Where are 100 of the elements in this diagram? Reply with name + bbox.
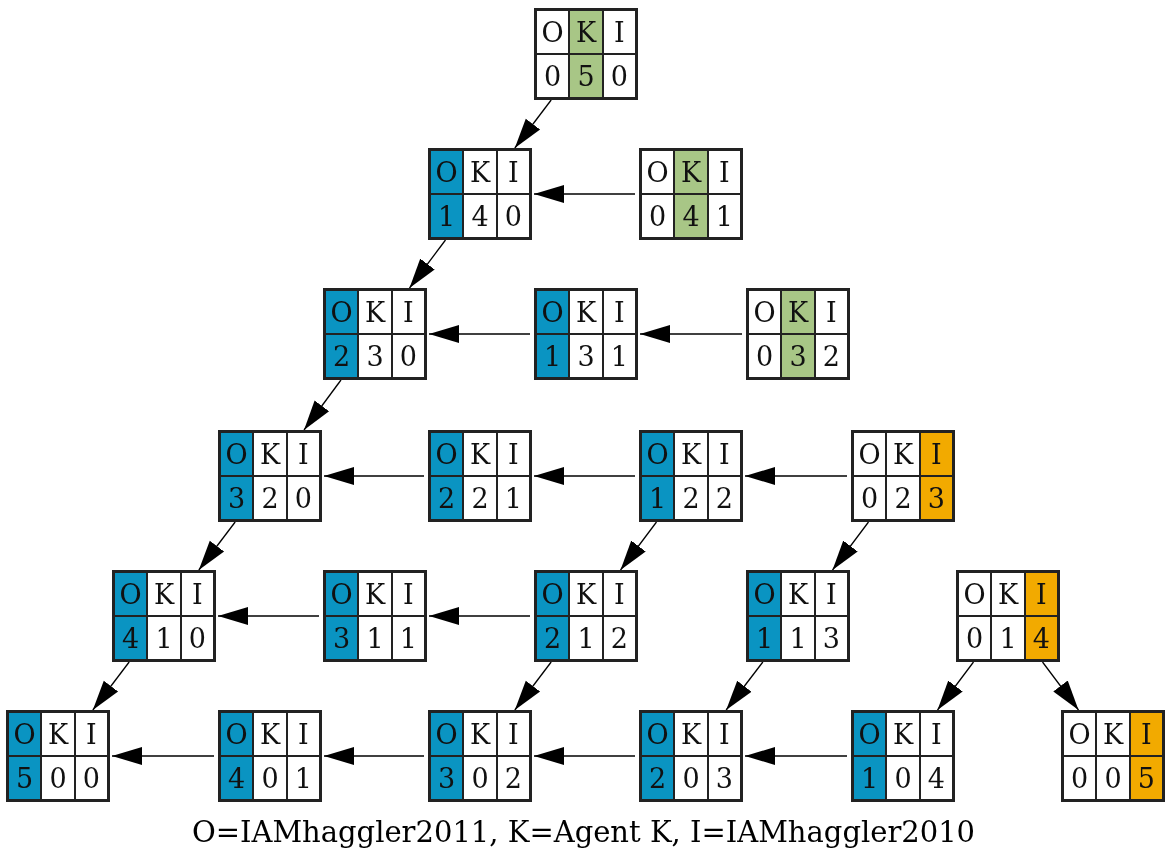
table-cell: 0 xyxy=(853,476,887,520)
table-cell: 4 xyxy=(1024,616,1058,660)
arrow xyxy=(1041,661,1080,711)
state-table xyxy=(956,570,1060,662)
table-cell: K xyxy=(463,712,497,756)
arrow xyxy=(408,239,447,289)
table-cell: I xyxy=(286,432,320,476)
table-cell: K xyxy=(1096,712,1130,756)
table-cell: O xyxy=(641,432,675,476)
table-cell: K xyxy=(569,572,603,616)
arrow xyxy=(831,521,870,571)
table-cell: 0 xyxy=(1063,756,1097,800)
table-cell: K xyxy=(569,290,603,334)
arrow xyxy=(514,99,552,149)
state-table xyxy=(639,148,743,240)
table-cell: O xyxy=(8,712,42,756)
table-cell: I xyxy=(602,572,636,616)
table-cell: 3 xyxy=(220,476,254,520)
table-cell: 1 xyxy=(430,194,464,238)
table-cell: K xyxy=(886,712,920,756)
table-cell: I xyxy=(602,290,636,334)
arrow xyxy=(111,747,215,765)
table-cell: 1 xyxy=(748,616,782,660)
table-cell: I xyxy=(814,290,848,334)
table-cell: 0 xyxy=(74,756,108,800)
state-table xyxy=(746,570,850,662)
table-cell: 3 xyxy=(781,334,815,378)
arrow xyxy=(725,661,764,711)
arrow xyxy=(428,325,531,343)
table-cell: 0 xyxy=(391,334,425,378)
table-cell: O xyxy=(641,150,675,194)
arrow xyxy=(744,747,848,765)
table-cell: K xyxy=(463,432,497,476)
table-cell: 3 xyxy=(569,334,603,378)
state-table xyxy=(323,570,427,662)
table-cell: I xyxy=(919,712,953,756)
table-cell: 4 xyxy=(114,616,148,660)
table-cell: 3 xyxy=(430,756,464,800)
table-cell: K xyxy=(147,572,181,616)
table-cell: 0 xyxy=(641,194,675,238)
table-cell: 0 xyxy=(958,616,992,660)
table-cell: 3 xyxy=(814,616,848,660)
table-cell: 0 xyxy=(536,54,570,98)
arrow xyxy=(323,467,425,485)
table-cell: 4 xyxy=(463,194,497,238)
state-table xyxy=(534,288,638,380)
table-cell: 2 xyxy=(674,476,708,520)
table-cell: K xyxy=(463,150,497,194)
table-cell: O xyxy=(430,150,464,194)
table-cell: O xyxy=(536,10,570,54)
table-cell: I xyxy=(496,150,530,194)
table-cell: I xyxy=(391,572,425,616)
table-cell: 0 xyxy=(41,756,75,800)
arrow xyxy=(639,325,743,343)
table-cell: I xyxy=(814,572,848,616)
table-cell: 1 xyxy=(147,616,181,660)
table-cell: I xyxy=(180,572,214,616)
table-cell: I xyxy=(1024,572,1058,616)
table-cell: 4 xyxy=(919,756,953,800)
table-cell: 0 xyxy=(496,194,530,238)
table-cell: 2 xyxy=(325,334,359,378)
state-table xyxy=(428,430,532,522)
caption: O=IAMhaggler2011, K=Agent K, I=IAMhaggler2010 xyxy=(191,815,976,849)
table-cell: I xyxy=(707,432,741,476)
arrow xyxy=(533,747,636,765)
table-cell: I xyxy=(74,712,108,756)
table-cell: I xyxy=(496,432,530,476)
table-cell: I xyxy=(707,712,741,756)
arrow xyxy=(92,661,130,711)
table-cell: K xyxy=(674,432,708,476)
state-table xyxy=(746,288,850,380)
table-cell: 5 xyxy=(1129,756,1163,800)
table-cell: K xyxy=(253,712,287,756)
arrow xyxy=(533,185,636,203)
table-cell: 4 xyxy=(674,194,708,238)
table-cell: O xyxy=(114,572,148,616)
table-cell: 4 xyxy=(220,756,254,800)
state-table xyxy=(218,430,322,522)
arrow xyxy=(744,467,848,485)
table-cell: 2 xyxy=(430,476,464,520)
arrow xyxy=(619,521,658,571)
table-cell: 0 xyxy=(602,54,636,98)
state-table xyxy=(534,570,638,662)
table-cell: 0 xyxy=(253,756,287,800)
table-cell: 1 xyxy=(991,616,1025,660)
table-cell: K xyxy=(253,432,287,476)
table-cell: K xyxy=(781,572,815,616)
table-cell: 0 xyxy=(886,756,920,800)
table-cell: 0 xyxy=(674,756,708,800)
state-table xyxy=(639,430,743,522)
table-cell: 1 xyxy=(391,616,425,660)
table-cell: I xyxy=(496,712,530,756)
state-table xyxy=(218,710,322,802)
state-table xyxy=(428,710,532,802)
table-cell: 2 xyxy=(707,476,741,520)
table-cell: O xyxy=(536,572,570,616)
table-cell: I xyxy=(602,10,636,54)
table-cell: 2 xyxy=(602,616,636,660)
state-table xyxy=(639,710,743,802)
table-cell: K xyxy=(358,572,392,616)
